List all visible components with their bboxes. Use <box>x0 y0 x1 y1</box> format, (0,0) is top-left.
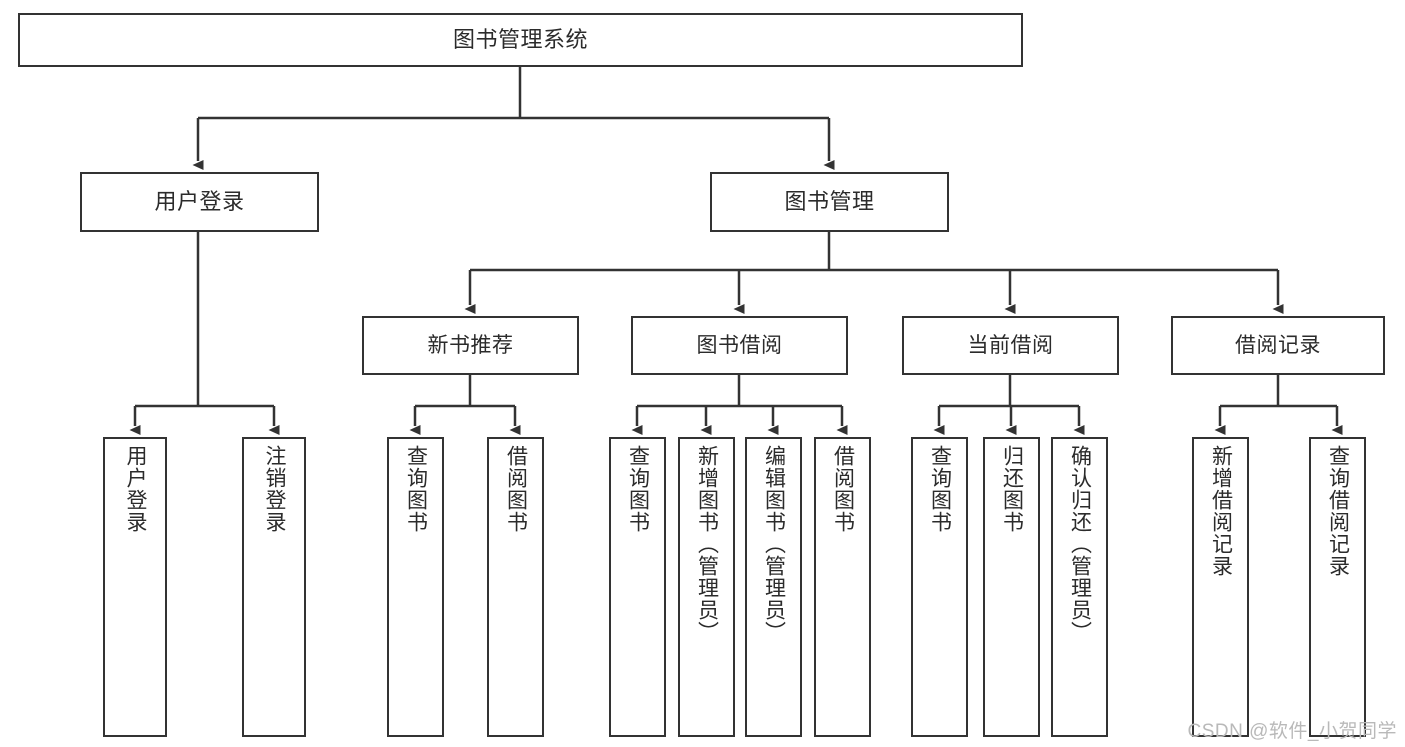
leaf-add-record[interactable]: 新增借阅记录 <box>1192 437 1249 737</box>
leaf-query-book-3-label: 查询图书 <box>928 445 952 533</box>
leaf-query-record[interactable]: 查询借阅记录 <box>1309 437 1366 737</box>
leaf-return-book[interactable]: 归还图书 <box>983 437 1040 737</box>
leaf-confirm-return-label: 确认归还（管理员） <box>1068 445 1092 643</box>
node-current-borrow[interactable]: 当前借阅 <box>902 316 1119 375</box>
leaf-user-login-label: 用户登录 <box>124 445 148 533</box>
node-book-manage[interactable]: 图书管理 <box>710 172 949 232</box>
leaf-add-book[interactable]: 新增图书（管理员） <box>678 437 735 737</box>
leaf-confirm-return[interactable]: 确认归还（管理员） <box>1051 437 1108 737</box>
node-root[interactable]: 图书管理系统 <box>18 13 1023 67</box>
csdn-watermark: CSDN @软件_小贺同学 <box>1187 721 1397 742</box>
node-book-manage-label: 图书管理 <box>784 188 875 214</box>
leaf-add-record-label: 新增借阅记录 <box>1209 445 1233 577</box>
leaf-query-book-1-label: 查询图书 <box>404 445 428 533</box>
leaf-add-book-label: 新增图书（管理员） <box>695 445 719 643</box>
node-user-login[interactable]: 用户登录 <box>80 172 319 232</box>
leaf-borrow-book-1-label: 借阅图书 <box>504 445 528 533</box>
leaf-query-book-3[interactable]: 查询图书 <box>911 437 968 737</box>
node-new-book-recommend-label: 新书推荐 <box>427 333 514 357</box>
leaf-query-record-label: 查询借阅记录 <box>1326 445 1350 577</box>
node-new-book-recommend[interactable]: 新书推荐 <box>362 316 579 375</box>
node-user-login-label: 用户登录 <box>154 188 245 214</box>
node-root-label: 图书管理系统 <box>452 26 588 52</box>
leaf-edit-book-label: 编辑图书（管理员） <box>762 445 786 643</box>
leaf-logout[interactable]: 注销登录 <box>242 437 306 737</box>
leaf-query-book-1[interactable]: 查询图书 <box>387 437 444 737</box>
node-borrow-record-label: 借阅记录 <box>1235 333 1321 357</box>
node-book-borrow[interactable]: 图书借阅 <box>631 316 848 375</box>
node-book-borrow-label: 图书借阅 <box>696 333 783 357</box>
node-borrow-record[interactable]: 借阅记录 <box>1171 316 1385 375</box>
leaf-return-book-label: 归还图书 <box>1000 445 1024 533</box>
leaf-borrow-book-2-label: 借阅图书 <box>831 445 855 533</box>
node-current-borrow-label: 当前借阅 <box>967 333 1054 357</box>
leaf-query-book-2-label: 查询图书 <box>626 445 650 533</box>
leaf-query-book-2[interactable]: 查询图书 <box>609 437 666 737</box>
leaf-user-login[interactable]: 用户登录 <box>103 437 167 737</box>
leaf-edit-book[interactable]: 编辑图书（管理员） <box>745 437 802 737</box>
leaf-borrow-book-2[interactable]: 借阅图书 <box>814 437 871 737</box>
leaf-logout-label: 注销登录 <box>263 445 287 533</box>
leaf-borrow-book-1[interactable]: 借阅图书 <box>487 437 544 737</box>
